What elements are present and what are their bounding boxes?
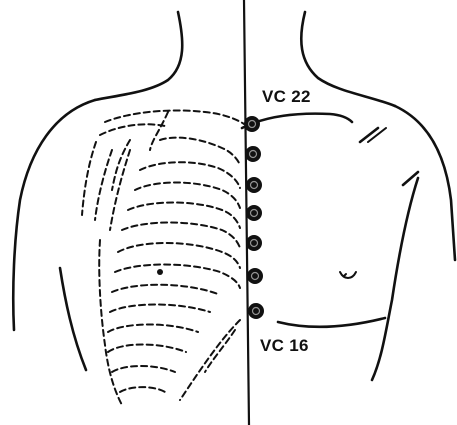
neck-left-outline bbox=[95, 12, 182, 100]
acupoint-3 bbox=[246, 177, 262, 193]
clavicle-tick-1 bbox=[360, 128, 378, 142]
nipple bbox=[340, 272, 356, 278]
right-armpit-line bbox=[372, 178, 418, 380]
neck-right-outline bbox=[301, 12, 395, 106]
acupoint-vc22 bbox=[244, 116, 260, 132]
acupoint-5 bbox=[246, 235, 262, 251]
ribcage-dashed bbox=[82, 110, 244, 405]
pectoral-contour bbox=[278, 318, 385, 327]
acupoint-2 bbox=[245, 146, 261, 162]
acupoint-vc16 bbox=[248, 303, 264, 319]
acupoint-6 bbox=[247, 268, 263, 284]
acupoint-4 bbox=[246, 205, 262, 221]
left-armpit-line bbox=[60, 268, 86, 370]
label-vc16: VC 16 bbox=[260, 336, 309, 356]
rib-dot bbox=[157, 269, 163, 275]
label-vc22: VC 22 bbox=[262, 87, 311, 107]
